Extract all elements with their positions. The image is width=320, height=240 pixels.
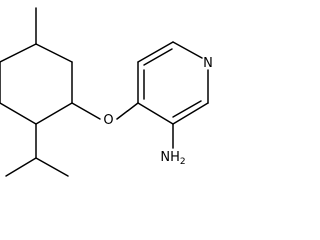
amine-label-subscript: 2 (180, 157, 186, 167)
molecule-structure: O N NH2 (0, 7, 213, 177)
bond-ring-c6-c1 (0, 43, 37, 63)
amine-label: NH2 (160, 150, 185, 167)
bond-py-n-c6 (172, 41, 203, 59)
isopropyl-group (5, 123, 69, 177)
bond-py-c3-c2 (172, 102, 209, 125)
cyclohexane-ring (0, 43, 73, 125)
bond-py-c6-c5 (137, 41, 174, 63)
amine-label-main: NH (160, 150, 180, 165)
bond-isopropyl-ch3-b (35, 157, 69, 177)
bond-py-double-inner-1 (172, 100, 202, 118)
bond-ring-c4-c5 (0, 102, 37, 125)
amine-group: NH2 (160, 123, 186, 167)
bond-ring-c3-c4 (35, 102, 73, 125)
bond-isopropyl-ch3-a (5, 157, 37, 177)
pyridine-ring: N (137, 41, 213, 125)
bond-oxygen-to-pyridine (116, 102, 139, 120)
nitrogen-label: N (203, 56, 213, 71)
bond-ring-c1-c2 (35, 43, 73, 63)
bond-ring-to-oxygen (71, 102, 101, 120)
oxygen-label: O (103, 113, 113, 128)
bond-py-double-inner-2 (143, 48, 173, 66)
ether-linkage: O (71, 102, 139, 128)
bond-py-c4-c3 (137, 102, 174, 125)
